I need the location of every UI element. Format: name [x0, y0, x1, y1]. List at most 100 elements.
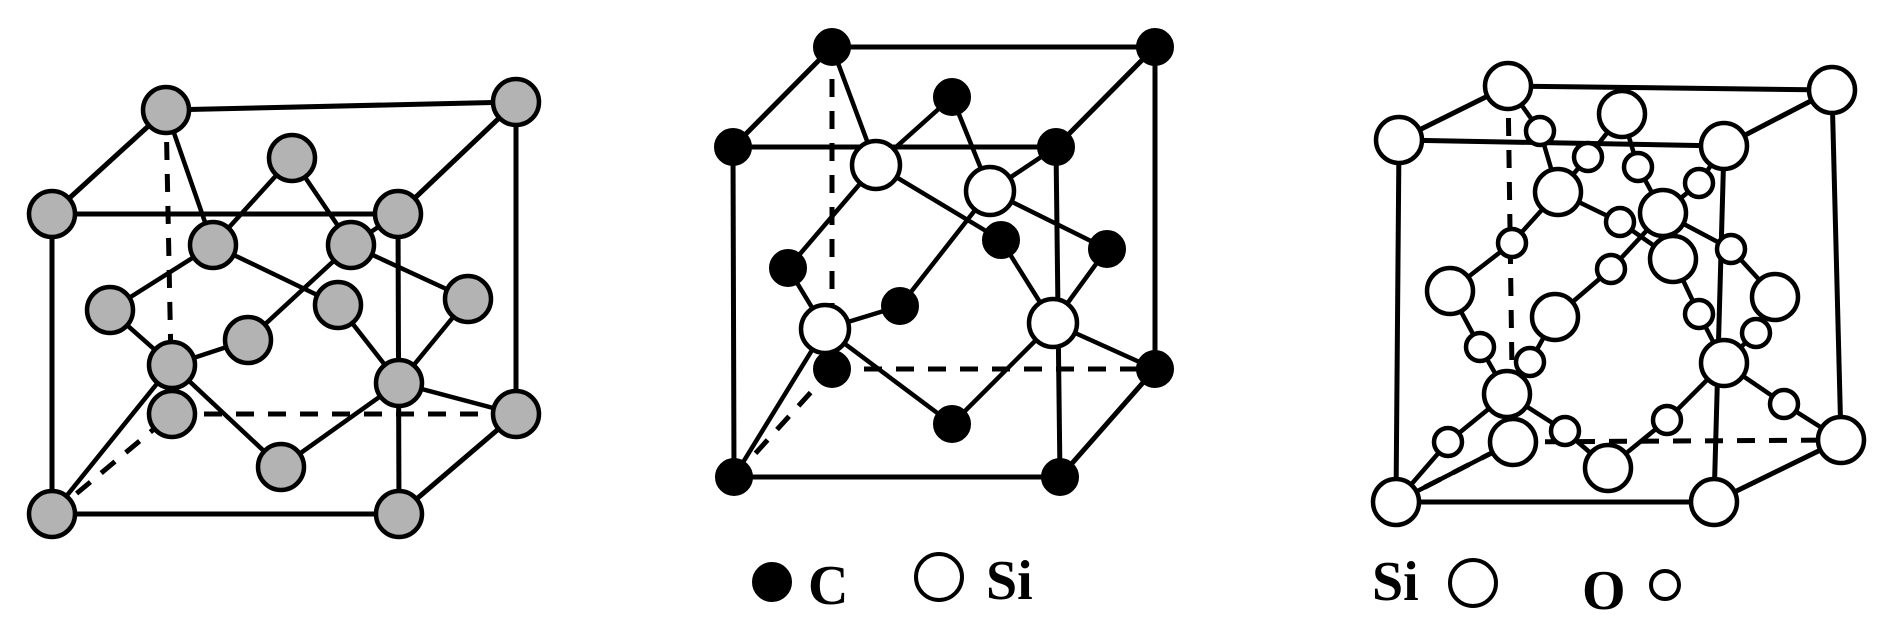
oxygen-atom — [1682, 166, 1716, 200]
silicon-atom — [1373, 114, 1425, 166]
carbon-atoms — [26, 76, 542, 540]
silicon-atom — [1532, 166, 1584, 218]
carbon-atom — [146, 339, 198, 391]
carbon-atom — [187, 219, 239, 271]
cell-edge — [50, 108, 168, 216]
silicon-atom — [798, 302, 852, 356]
silicon-atom — [1647, 233, 1699, 285]
silicon-atom — [963, 164, 1017, 218]
carbon-atom — [442, 273, 494, 325]
oxygen-atom — [1621, 150, 1655, 184]
oxygen-atom — [1767, 387, 1801, 421]
silicon-legend-label: Si — [1372, 551, 1419, 613]
carbon-atom — [1037, 128, 1075, 166]
silicon-atom — [1698, 120, 1750, 172]
oxygen-atom — [1714, 232, 1748, 266]
carbon-atom — [26, 488, 78, 540]
bond-line — [732, 327, 827, 479]
silicon-legend-label: Si — [986, 550, 1033, 612]
carbon-legend-label: C — [808, 555, 848, 617]
carbon-atom — [222, 314, 274, 366]
oxygen-atom — [1603, 205, 1637, 239]
silicon-atom — [1481, 368, 1533, 420]
carbon-atom — [84, 284, 136, 336]
unit-cell-edges — [49, 99, 519, 517]
carbon-atom — [373, 488, 425, 540]
carbon-atom — [325, 219, 377, 271]
carbon-atom — [373, 357, 425, 409]
silicon-atom — [1482, 60, 1534, 112]
carbon-atom — [255, 441, 307, 493]
silicon-atom — [1596, 88, 1648, 140]
silicon-atom — [1370, 476, 1422, 528]
silicon-atom — [1487, 416, 1539, 468]
silicon-atom — [1806, 64, 1858, 116]
silicon-atom — [1698, 337, 1750, 389]
silicon-atom — [1424, 265, 1476, 317]
cell-edge — [165, 99, 517, 113]
silicon-atom — [1529, 291, 1581, 343]
carbon-atom — [933, 78, 971, 116]
carbon-atom — [1136, 28, 1174, 66]
cell-edge — [397, 412, 518, 516]
cell-edge — [1398, 137, 1725, 149]
carbon-atom — [1136, 350, 1174, 388]
bond-line — [50, 363, 174, 516]
hidden-cell-edge — [50, 412, 174, 516]
carbon-atom — [1041, 458, 1079, 496]
oxygen-atom — [1523, 114, 1557, 148]
silicon-legend-circle-icon — [914, 552, 964, 602]
cell-edge — [1393, 139, 1402, 503]
hidden-cell-edge — [1512, 437, 1842, 445]
oxygen-atom — [1739, 316, 1773, 350]
carbon-atom — [769, 249, 807, 287]
silicon-atom — [849, 138, 903, 192]
hidden-cell-edge — [732, 367, 834, 479]
silicon-atom — [1749, 271, 1801, 323]
carbon-atom — [490, 388, 542, 440]
cell-edge — [1507, 83, 1833, 93]
silicon-carbide-crystal-structure — [714, 28, 1174, 496]
carbon-atom — [813, 28, 851, 66]
oxygen-atom — [1495, 226, 1529, 260]
cell-edge — [1711, 145, 1727, 503]
silicon-atom — [1688, 476, 1740, 528]
cell-edge — [730, 146, 737, 478]
carbon-atom — [146, 388, 198, 440]
carbon-atom — [982, 221, 1020, 259]
oxygen-atom — [1650, 403, 1684, 437]
silicon-legend-circle-icon — [1448, 558, 1498, 608]
carbon-atom — [715, 458, 753, 496]
oxygen-legend-circle-icon — [1649, 569, 1681, 601]
silicon-atom — [1815, 414, 1867, 466]
oxygen-atom — [1513, 345, 1547, 379]
legend-sic: C Si — [752, 550, 1033, 617]
carbon-atom — [1088, 230, 1126, 268]
oxygen-atom — [1431, 425, 1465, 459]
silicon-atom — [1026, 296, 1080, 350]
carbon-atom — [312, 279, 364, 331]
oxygen-atom — [1463, 330, 1497, 364]
carbon-legend-dot-icon — [752, 562, 792, 602]
cell-edge — [1058, 367, 1157, 479]
bond-line — [823, 327, 954, 426]
legend-sio2: Si O — [1372, 551, 1681, 622]
carbon-atom — [813, 350, 851, 388]
diamond-crystal-structure — [26, 76, 542, 540]
oxygen-atom — [1594, 252, 1628, 286]
carbon-atom — [881, 287, 919, 325]
cell-edge — [1829, 89, 1844, 441]
carbon-atom — [714, 128, 752, 166]
unit-cell-edges — [730, 44, 1158, 480]
carbon-atom — [490, 76, 542, 128]
cell-edge — [731, 45, 834, 149]
carbon-atom — [140, 84, 192, 136]
oxygen-legend-label: O — [1582, 560, 1626, 622]
si-o-atoms — [1370, 60, 1867, 528]
cell-edge — [396, 100, 518, 216]
silicon-atom — [1582, 442, 1634, 494]
carbon-atom — [372, 188, 424, 240]
oxygen-atom — [1571, 140, 1605, 174]
carbon-atom — [266, 132, 318, 184]
si-c-atoms — [714, 28, 1174, 496]
